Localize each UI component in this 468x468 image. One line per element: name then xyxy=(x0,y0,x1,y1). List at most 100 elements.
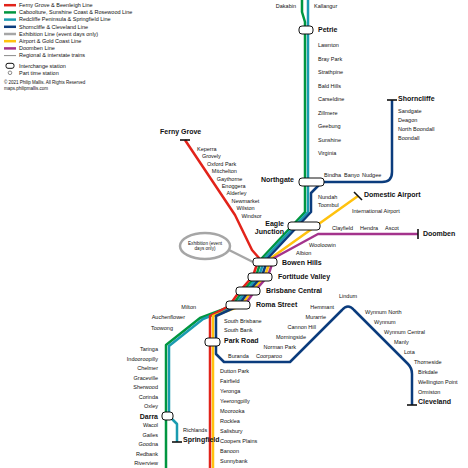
station-label: Birkdale xyxy=(418,369,438,375)
station-label: Yeronga xyxy=(220,388,240,394)
legend-text: Airport & Gold Coast Line xyxy=(19,38,81,44)
credit-note: maps.philipmallis.com xyxy=(4,86,48,91)
station-label: Newmarket xyxy=(232,198,260,204)
terminus-bar xyxy=(354,192,362,200)
station-label: Bindha xyxy=(324,172,341,178)
station-label: Sunnybank xyxy=(220,458,248,464)
station-label: Oxford Park xyxy=(207,161,236,167)
station-label: Coorparoo xyxy=(256,353,282,359)
station-label: Wilston xyxy=(237,205,255,211)
station-label: Milton xyxy=(181,304,196,310)
interchange-mark xyxy=(299,26,313,34)
interchange-mark xyxy=(288,222,320,230)
legend-line-sample xyxy=(4,47,16,50)
station-label: Lawnton xyxy=(318,42,339,48)
station-label: Wynnum Central xyxy=(384,329,425,335)
station-label: Strathpine xyxy=(318,69,343,75)
terminus-bar xyxy=(172,441,182,443)
station-label: Corinda xyxy=(139,394,158,400)
station-label: Hemmant xyxy=(310,304,334,310)
station-label: Lota xyxy=(404,349,415,355)
station-label: Sunshine xyxy=(318,137,341,143)
legend-part-time-sample xyxy=(8,71,12,75)
interchange-mark xyxy=(162,412,173,420)
station-label: Taringa xyxy=(140,346,158,352)
interchange-label: Shorncliffe xyxy=(398,95,435,103)
station-label: Hendra xyxy=(360,225,378,231)
station-label: Toombul xyxy=(318,202,339,208)
station-label: Boondall xyxy=(398,135,419,141)
station-label: Thorneside xyxy=(414,359,442,365)
station-label: Dakabin xyxy=(276,3,296,9)
station-label: Riverview xyxy=(134,460,158,466)
credit-note: © 2021 Philip Mallis. All Rights Reserve… xyxy=(4,80,85,85)
station-label: Chelmer xyxy=(137,365,158,371)
station-label: Cannon Hill xyxy=(288,324,316,330)
station-label: Windsor xyxy=(241,213,261,219)
station-label: South Brisbane xyxy=(224,318,262,324)
interchange-label: Fortitude Valley xyxy=(278,273,330,281)
station-label: Richlands xyxy=(183,427,207,433)
station-label: Clayfield xyxy=(332,225,353,231)
legend-text: Doomben Line xyxy=(19,45,55,51)
doomben-line xyxy=(244,234,418,306)
station-label: Indooroopilly xyxy=(127,356,158,362)
station-label: Salisbury xyxy=(220,428,243,434)
station-label: Bald Hills xyxy=(318,83,341,89)
station-label: Ascot xyxy=(385,225,399,231)
station-label: Redbank xyxy=(136,451,158,457)
legend-line-sample xyxy=(4,26,16,29)
station-label: Albion xyxy=(296,250,311,256)
interchange-mark xyxy=(253,258,277,266)
interchange-label: Brisbane Central xyxy=(266,287,322,295)
station-label: Mitchelton xyxy=(212,168,237,174)
station-label: Rocklea xyxy=(220,418,240,424)
station-label: Banyo xyxy=(344,172,360,178)
legend-line-sample xyxy=(4,55,16,56)
legend-text: Regional & interstate trains xyxy=(19,52,85,58)
legend-text: Ferny Grove & Beenleigh Line xyxy=(19,2,93,8)
station-label: Manly xyxy=(394,339,409,345)
terminus-bar xyxy=(180,139,190,141)
station-label: Gailes xyxy=(142,432,158,438)
station-label: Wacol xyxy=(143,422,158,428)
station-label: Moorooka xyxy=(220,408,244,414)
exhibition-label: Exhibition (event days only) xyxy=(185,241,225,252)
station-label: Lindum xyxy=(339,293,357,299)
legend-text: Redcliffe Peninsula & Springfield Line xyxy=(19,16,111,22)
station-label: Kallangur xyxy=(314,3,337,9)
station-label: Geebung xyxy=(318,123,341,129)
station-label: Nundah xyxy=(318,194,337,200)
exhibition-loop xyxy=(180,233,230,259)
exhibition-line xyxy=(229,250,253,262)
station-label: Bray Park xyxy=(318,56,342,62)
legend-line-sample xyxy=(4,33,16,36)
legend-text: Interchange station xyxy=(19,63,66,69)
legend-text: Exhibition Line (event days only) xyxy=(19,31,98,37)
station-label: Zillmere xyxy=(318,110,338,116)
legend-line-sample xyxy=(4,40,16,43)
station-label: Deagon xyxy=(398,117,417,123)
interchange-label: Park Road xyxy=(224,337,259,345)
station-label: Grovely xyxy=(202,153,221,159)
terminus-bar xyxy=(407,404,417,406)
station-label: Murarrie xyxy=(306,314,326,320)
legend-text: Caboolture, Sunshine Coast & Rosewood Li… xyxy=(19,9,132,15)
airport-line xyxy=(213,196,358,468)
interchange-label: Petrie xyxy=(318,26,337,34)
station-label: Coopers Plains xyxy=(220,438,257,444)
interchange-label: Springfield xyxy=(183,436,220,444)
station-label: Wynnum North xyxy=(365,309,402,315)
ferny-grove-line xyxy=(185,140,259,468)
station-label: Auchenflower xyxy=(152,314,185,320)
station-label: Sandgate xyxy=(398,108,422,114)
station-label: Morningside xyxy=(276,334,306,340)
interchange-mark xyxy=(226,301,250,309)
station-label: Toowong xyxy=(151,325,173,331)
interchange-label: Roma Street xyxy=(256,301,297,309)
interchange-mark xyxy=(299,178,324,186)
station-label: Dutton Park xyxy=(220,368,249,374)
station-label: North Boondall xyxy=(398,126,434,132)
station-label: Wynnum xyxy=(374,319,396,325)
